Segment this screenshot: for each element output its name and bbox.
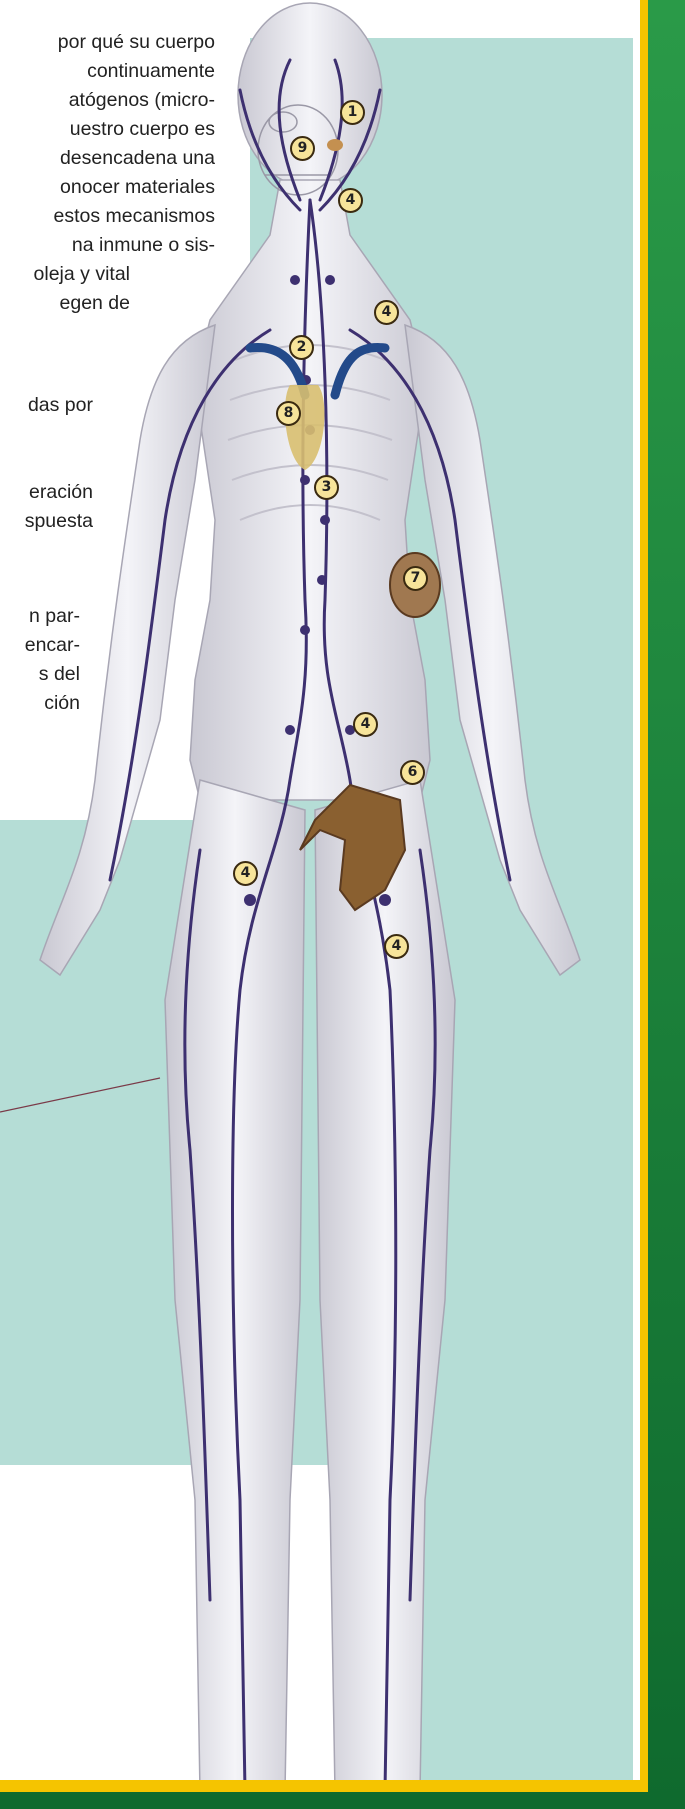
bottom-green-border <box>0 1792 685 1809</box>
callout-badge-3: 3 <box>314 475 339 500</box>
callout-badge-4: 4 <box>338 188 363 213</box>
callout-badge-6: 6 <box>400 760 425 785</box>
callout-badge-7: 7 <box>403 566 428 591</box>
callout-badge-2: 2 <box>289 335 314 360</box>
callout-badge-8: 8 <box>276 401 301 426</box>
body-silhouette <box>40 3 580 1792</box>
callout-badge-9: 9 <box>290 136 315 161</box>
right-yellow-border <box>640 0 648 1792</box>
callout-badge-4: 4 <box>233 861 258 886</box>
callout-badge-1: 1 <box>340 100 365 125</box>
tonsil <box>327 139 343 151</box>
lymphatic-system-figure <box>0 0 640 1792</box>
callout-badge-4: 4 <box>353 712 378 737</box>
bottom-yellow-border <box>0 1780 648 1792</box>
callout-badge-4: 4 <box>384 934 409 959</box>
right-green-border <box>648 0 685 1809</box>
callout-badge-4: 4 <box>374 300 399 325</box>
